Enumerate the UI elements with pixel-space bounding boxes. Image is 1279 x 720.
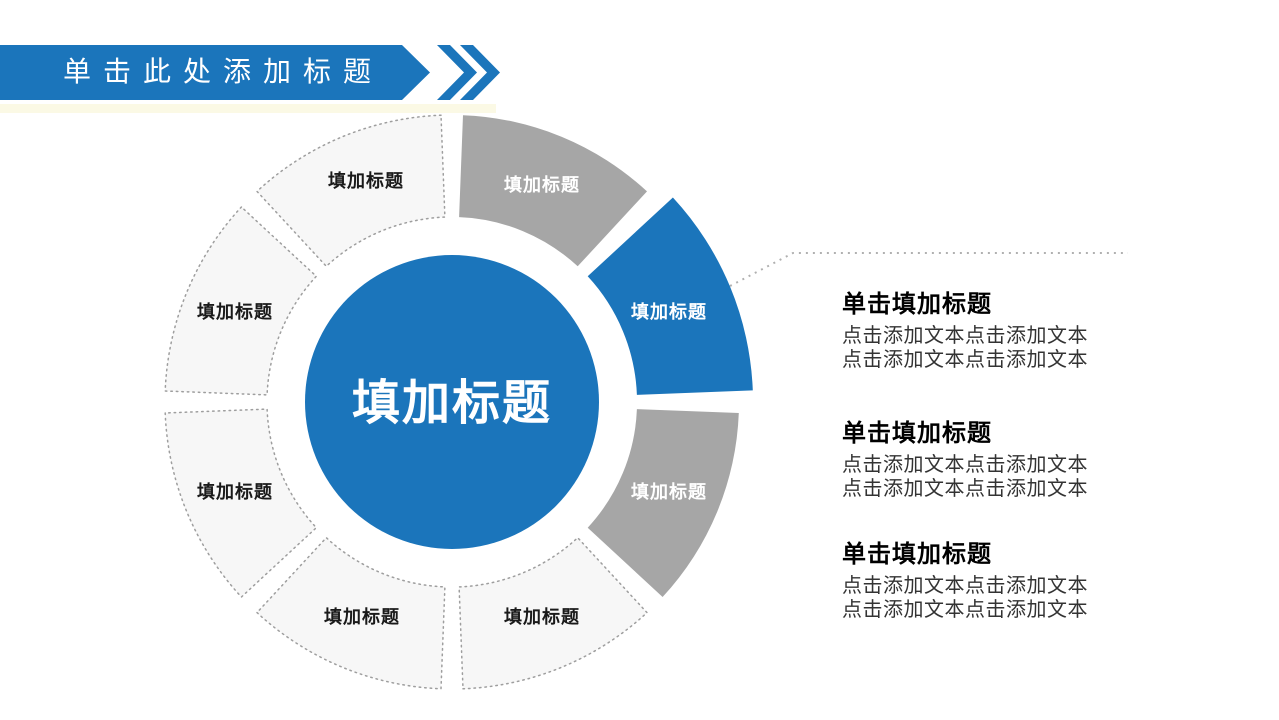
segment-label[interactable]: 填加标题 [504,174,580,195]
callout-text-line[interactable]: 点击添加文本点击添加文本 [842,574,1088,597]
banner-bar[interactable] [0,45,402,100]
segment-bottom-right[interactable] [458,536,649,690]
segment-label[interactable]: 填加标题 [504,606,580,627]
center-label[interactable]: 填加标题 [352,377,552,430]
callout-block-1: 单击填加标题 点击添加文本点击添加文本 点击添加文本点击添加文本 [842,291,1172,373]
title-banner: 单击此处添加标题 [0,45,500,113]
callout-heading[interactable]: 单击填加标题 [842,291,992,318]
segment-left-upper[interactable] [164,205,318,396]
banner-arrow-tip [402,45,430,100]
segment-right-upper[interactable] [587,197,753,395]
segment-label[interactable]: 填加标题 [631,301,707,322]
segment-label[interactable]: 填加标题 [197,301,273,322]
dotted-connector-line [729,252,1128,287]
segment-left-lower[interactable] [164,408,318,599]
segment-label[interactable]: 填加标题 [197,481,273,502]
chevron-right-icon [437,45,477,100]
segment-label[interactable]: 填加标题 [631,481,707,502]
callout-text-line[interactable]: 点击添加文本点击添加文本 [842,349,1088,372]
callout-block-2: 单击填加标题 点击添加文本点击添加文本 点击添加文本点击添加文本 [842,420,1172,502]
segment-label[interactable]: 填加标题 [328,170,404,191]
callout-text-line[interactable]: 点击添加文本点击添加文本 [842,599,1088,622]
segment-right-lower[interactable] [587,409,739,597]
cycle-diagram: 填加标题 填加标题 填加标题 填加标题 填加标题 填加标题 填加标题 填加标题 … [164,114,753,690]
segment-top-right[interactable] [459,115,647,267]
callout-text-line[interactable]: 点击添加文本点击添加文本 [842,324,1088,347]
segment-top-left[interactable] [255,114,446,268]
callout-heading[interactable]: 单击填加标题 [842,541,992,568]
center-circle[interactable] [305,255,599,549]
segment-bottom-left[interactable] [255,536,446,690]
segment-label[interactable]: 填加标题 [324,606,400,627]
callout-block-3: 单击填加标题 点击添加文本点击添加文本 点击添加文本点击添加文本 [842,541,1172,623]
banner-underline-strip [0,104,496,113]
callout-text-line[interactable]: 点击添加文本点击添加文本 [842,478,1088,501]
callout-heading[interactable]: 单击填加标题 [842,420,992,447]
slide-title[interactable]: 单击此处添加标题 [63,56,383,87]
callout-text-line[interactable]: 点击添加文本点击添加文本 [842,453,1088,476]
chevron-right-icon [460,45,500,100]
